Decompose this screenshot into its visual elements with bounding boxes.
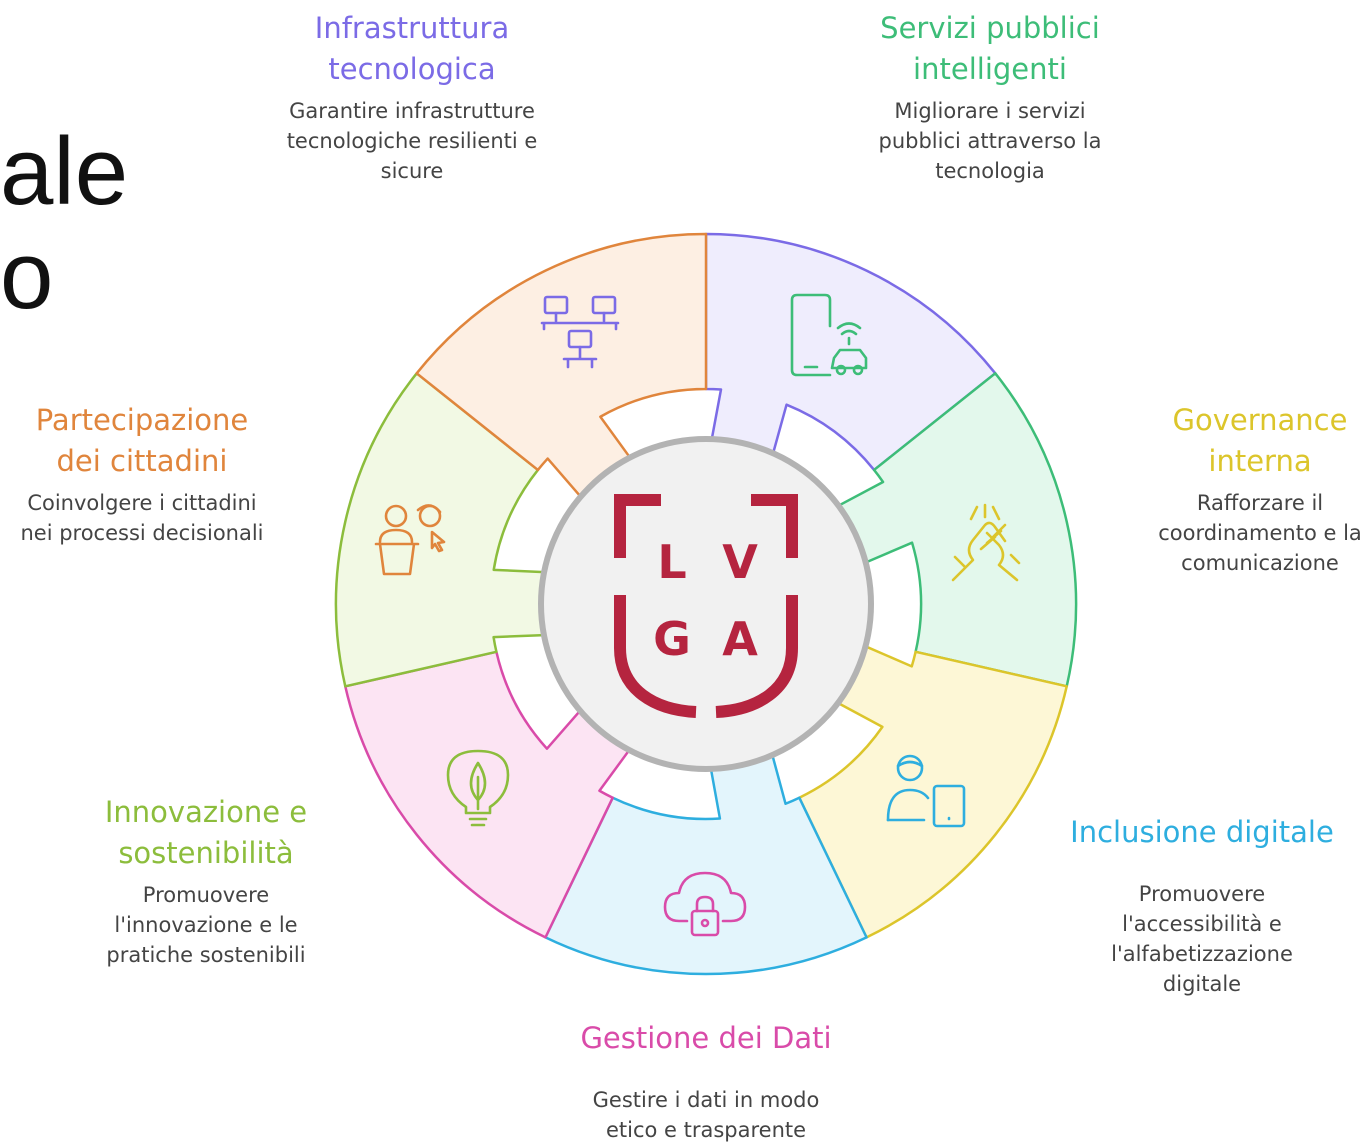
segment-description: Coinvolgere i cittadini nei processi deci… [20, 488, 263, 548]
segment-title-line: dei cittadini [56, 444, 228, 478]
segment-description-line: etico e trasparente [605, 1118, 807, 1142]
segment-title-line: Governance [1172, 403, 1348, 437]
logo-letter: V [722, 535, 758, 589]
segment-description-line: tecnologia [935, 159, 1045, 183]
segment-title-line: Servizi pubblici [880, 11, 1100, 45]
segment-description-line: nei processi decisionali [20, 521, 264, 545]
logo-letter: A [722, 612, 758, 666]
segment-title-line: sostenibilità [118, 836, 294, 870]
logo-letter: G [653, 612, 691, 666]
citizens-podium-icon [374, 504, 446, 576]
segment-title: Partecipazione dei cittadini [20, 400, 263, 482]
segment-description-line: comunicazione [1181, 551, 1339, 575]
segment-title-line: Infrastruttura [314, 11, 510, 45]
segment-title-line: Inclusione digitale [1070, 815, 1334, 849]
segment-title: Inclusione digitale [1070, 812, 1334, 853]
segment-description: Promuovere l'accessibilità e l'alfabetizza… [1070, 879, 1334, 999]
leaf-lightbulb-icon [446, 749, 510, 827]
segment-description: Promuovere l'innovazione e le pratiche sos… [105, 880, 307, 970]
logo-letter: L [657, 535, 686, 589]
segment-description-line: l'alfabetizzazione [1111, 942, 1293, 966]
center-disk [538, 436, 874, 772]
segment-description-line: l'innovazione e le [114, 913, 298, 937]
segment-title: Gestione dei Dati [580, 1018, 831, 1059]
segment-title-line: Innovazione e [104, 795, 308, 829]
segment-description-line: Promuovere [1138, 882, 1266, 906]
segment-title-line: Gestione dei Dati [580, 1021, 832, 1055]
segment-title: Servizi pubblici intelligenti [878, 8, 1101, 90]
heading-line-2: o [0, 222, 54, 329]
segment-title-line: intelligenti [913, 52, 1067, 86]
hands-together-icon [951, 503, 1021, 582]
segment-description: Garantire infrastrutture tecnologiche res… [287, 96, 538, 186]
segment-description-line: sicure [380, 159, 444, 183]
segment-description: Gestire i dati in modo etico e trasparent… [580, 1085, 831, 1145]
segment-description-line: Gestire i dati in modo [592, 1088, 820, 1112]
segment-description: Migliorare i servizi pubblici attraverso … [878, 96, 1101, 186]
segment-description-line: pratiche sostenibili [106, 943, 306, 967]
segment-description-line: Promuovere [142, 883, 270, 907]
segment-description: Rafforzare il coordinamento e la comunicaz… [1158, 488, 1362, 578]
segment-description-line: coordinamento e la [1158, 521, 1362, 545]
person-tablet-icon [886, 754, 966, 828]
segment-title: Infrastruttura tecnologica [287, 8, 538, 90]
cloud-lock-icon [663, 871, 747, 937]
segment-title-line: tecnologica [328, 52, 496, 86]
segment-description-line: Rafforzare il [1196, 491, 1324, 515]
segment-description-line: Garantire infrastrutture [289, 99, 535, 123]
segment-title: Governance interna [1158, 400, 1362, 482]
segment-description-line: Migliorare i servizi [894, 99, 1086, 123]
segment-title-line: Partecipazione [35, 403, 249, 437]
segment-description-line: pubblici attraverso la [878, 129, 1102, 153]
segment-description-line: Coinvolgere i cittadini [27, 491, 257, 515]
computer-network-icon [540, 295, 620, 369]
segment-title: Innovazione e sostenibilità [105, 792, 307, 874]
segment-description-line: tecnologiche resilienti e [286, 129, 538, 153]
partial-slide-heading: ale o [0, 120, 128, 328]
segment-title-line: interna [1208, 444, 1312, 478]
smartphone-smart-car-icon [790, 293, 868, 377]
heading-line-1: ale [0, 118, 129, 225]
segment-description-line: l'accessibilità e [1122, 912, 1282, 936]
segment-description-line: digitale [1162, 972, 1242, 996]
